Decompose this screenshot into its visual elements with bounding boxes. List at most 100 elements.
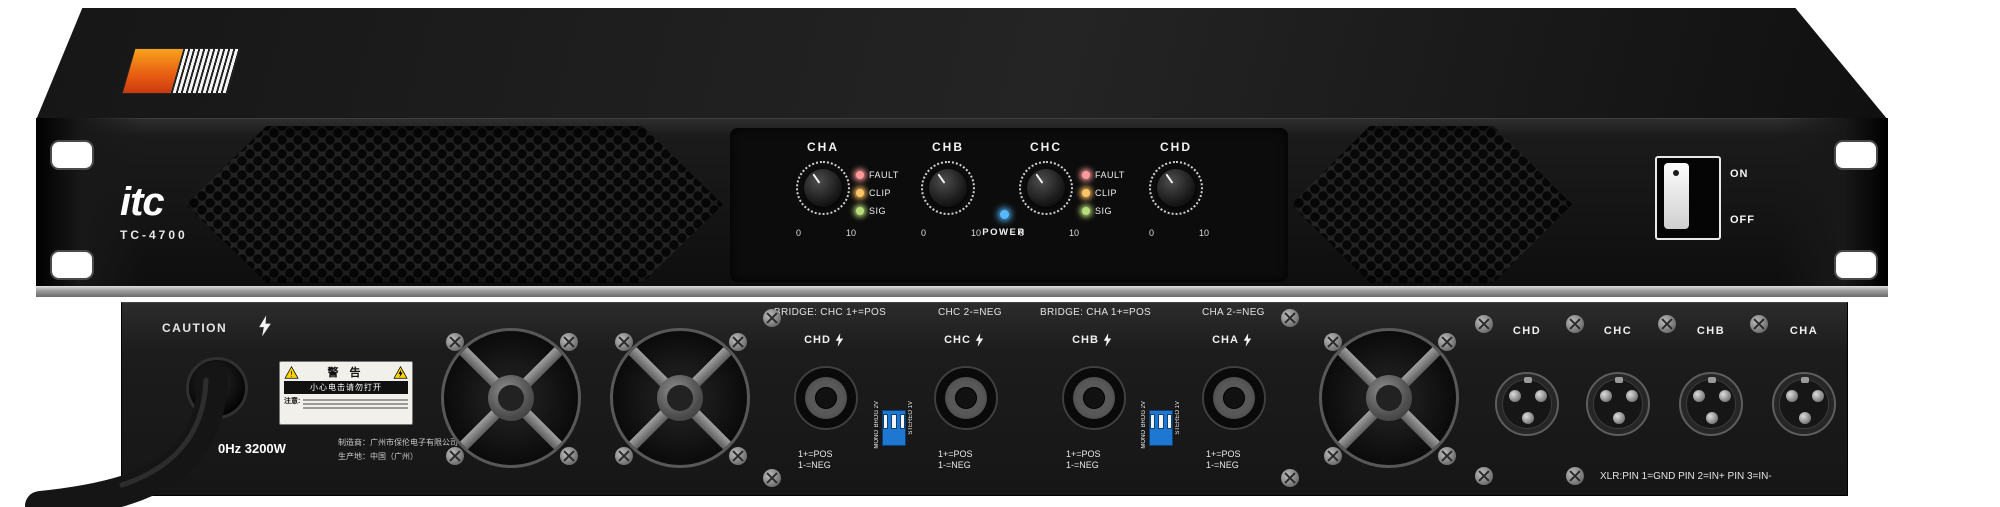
brand-logo: itc [120,180,165,224]
dip-body[interactable] [882,410,906,446]
signal-led [1082,207,1090,215]
xlr-pin-hole [1786,390,1798,402]
xlr-input-chd [1495,372,1559,436]
channel-c-control: CHC 0 10 [1011,140,1081,240]
mode-dip-switch-1[interactable]: 2V BRDG MONO 1V STEREO [874,401,922,457]
xlr-pinout-note: XLR:PIN 1=GND PIN 2=IN+ PIN 3=IN- [1600,471,1772,482]
warning-triangle-icon: ! [284,365,299,378]
power-indicator: POWER [974,206,1034,238]
screw [1438,333,1456,351]
scale-min: 0 [1019,228,1025,238]
speakon-output-chd [794,366,858,430]
dip-toggle[interactable] [899,414,905,429]
scale-max: 10 [970,228,981,238]
top-label-sticker [121,48,241,94]
dip-toggle[interactable] [1150,414,1156,429]
xlr-latch-notch [1801,377,1809,383]
xlr-pin-hole [1812,390,1824,402]
pin-pos: 1+=POS [1206,449,1241,459]
speakon-label-cha: CHA [1197,333,1267,347]
screw [1750,315,1768,333]
xlr-latch-notch [1615,377,1623,383]
screw [615,333,633,351]
fan-hub [1366,375,1412,421]
gain-knob-chc[interactable] [1027,169,1065,207]
knob-scale-ticks [796,161,850,215]
screw [1475,315,1493,333]
led-label: CLIP [869,188,892,198]
scale-min: 0 [1149,228,1155,238]
svg-text:!: ! [290,369,292,378]
power-switch[interactable] [1655,156,1721,240]
shock-triangle-icon [393,365,408,379]
knob-pointer [1150,162,1203,215]
speakon-output-chb [1062,366,1126,430]
knob-scale-ticks [1149,161,1203,215]
rack-mount-hole [50,140,94,170]
xlr-label-chd: CHD [1512,325,1542,337]
screw [1324,333,1342,351]
dip-toggle[interactable] [1158,414,1164,429]
front-panel: itc TC-4700 CHA 0 10 CHB 0 10 [36,8,1888,297]
warning-note: 注意: [284,398,301,405]
power-cable-grommet [186,357,248,419]
dip-toggle[interactable] [1166,414,1172,429]
dip-body[interactable] [1149,410,1173,446]
screw [1475,467,1493,485]
screw [763,309,781,327]
dip-toggle[interactable] [891,414,897,429]
manufacturer-line2: 生产地：中国（广州） [338,452,418,461]
knob-pointer [797,162,850,215]
speakon-pinout: 1+=POS 1-=NEG [938,449,1002,472]
xlr-latch-notch [1524,377,1532,383]
model-number: TC-4700 [120,228,188,242]
xlr-input-cha [1772,372,1836,436]
speakon-label-chd: CHD [789,333,859,347]
channel-d-control: CHD 0 10 [1141,140,1211,240]
cooling-fan [1319,328,1459,468]
fault-led [856,171,864,179]
dip-label-1v: 1V [908,401,914,409]
screw [763,469,781,487]
fan-hub [657,375,703,421]
gain-knob-chd[interactable] [1157,169,1195,207]
gain-knob-chb[interactable] [929,169,967,207]
xlr-input-chb [1679,372,1743,436]
screw [446,447,464,465]
chassis-top-face [36,8,1888,120]
channel-b-control: CHB 0 10 [913,140,983,240]
screw [1566,315,1584,333]
power-led [999,210,1009,219]
speakon-label-chc: CHC [929,333,999,347]
high-voltage-icon [975,333,984,347]
dip-label-mono: MONO [1141,429,1147,449]
led-label: SIG [1095,206,1113,216]
speakon-label-chb: CHB [1057,333,1127,347]
channel-label: CHB [1072,334,1099,346]
xlr-input-chc [1586,372,1650,436]
led-label: CLIP [1095,188,1118,198]
high-voltage-icon [835,333,844,347]
dip-toggle[interactable] [883,414,889,429]
screw [446,333,464,351]
channel-label: CHB [932,140,964,154]
bridge-note-left-neg: CHC 2-=NEG [938,307,1002,318]
dip-label-mono: MONO [874,429,880,449]
scale-min: 0 [796,228,802,238]
screw [1438,447,1456,465]
switch-on-label: ON [1730,168,1749,180]
screw [615,447,633,465]
rocker-button[interactable] [1664,163,1689,229]
signal-led [856,207,864,215]
channel-label: CHD [1160,140,1192,154]
control-panel: CHA 0 10 CHB 0 10 CHC 0 [730,128,1288,282]
screw [560,447,578,465]
screw [1658,315,1676,333]
scale-max: 10 [1068,228,1079,238]
mode-dip-switch-2[interactable]: 2V BRDG MONO 1V STEREO [1141,401,1189,457]
gain-knob-cha[interactable] [804,169,842,207]
switch-off-label: OFF [1730,214,1755,226]
channel-label: CHA [1212,334,1239,346]
rocker-dot [1673,170,1679,176]
knob-scale-ticks [1019,161,1073,215]
